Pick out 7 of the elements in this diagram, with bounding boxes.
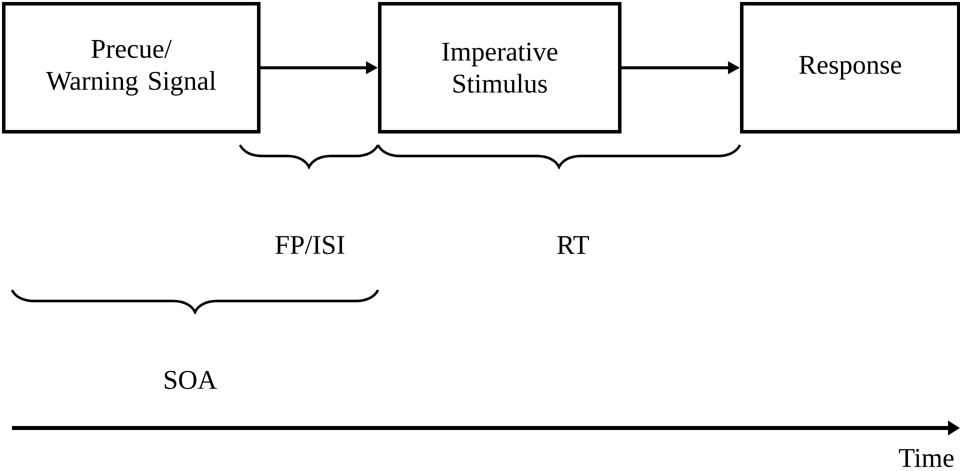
box: Imperative Stimulus xyxy=(378,2,622,134)
axis-label: Time xyxy=(898,448,954,468)
box: Response xyxy=(740,2,960,134)
box: Precue/ Warning Signal xyxy=(2,2,260,134)
brace-label: RT xyxy=(557,236,589,254)
brace-label: FP/ISI xyxy=(276,236,344,254)
brace-label: SOA xyxy=(164,370,217,390)
